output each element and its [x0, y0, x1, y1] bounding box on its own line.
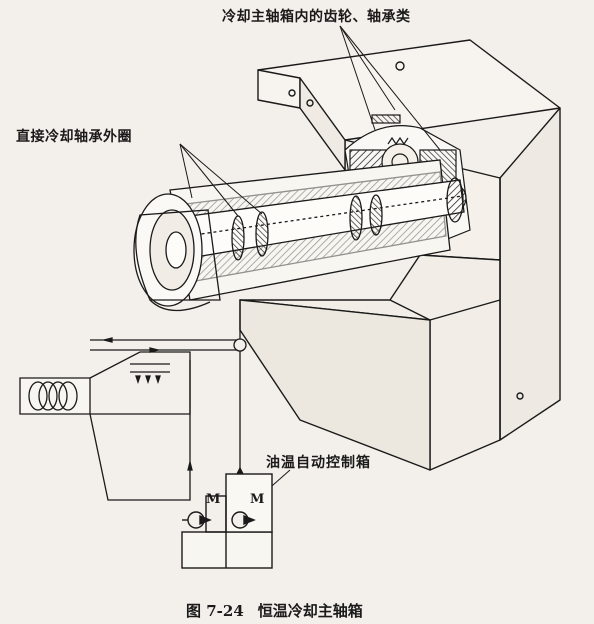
left-motor-schematic — [19, 351, 191, 501]
oil-pipes — [90, 300, 247, 510]
label-spindle-gears-bearings: 冷却主轴箱内的齿轮、轴承类 — [222, 9, 411, 25]
oil-temp-control-box — [181, 473, 273, 569]
label-motor-2: M — [250, 492, 265, 507]
label-motor-1: M — [206, 492, 221, 507]
leader-lines — [179, 25, 441, 501]
figure-number: 图 7-24 — [186, 602, 244, 620]
label-bearing-outer-ring: 直接冷却轴承外圈 — [16, 129, 132, 145]
figure-caption: 图 7-24 恒温冷却主轴箱 — [186, 600, 377, 621]
figure-title: 恒温冷却主轴箱 — [257, 602, 363, 620]
label-oil-temp-control-box: 油温自动控制箱 — [266, 455, 371, 471]
